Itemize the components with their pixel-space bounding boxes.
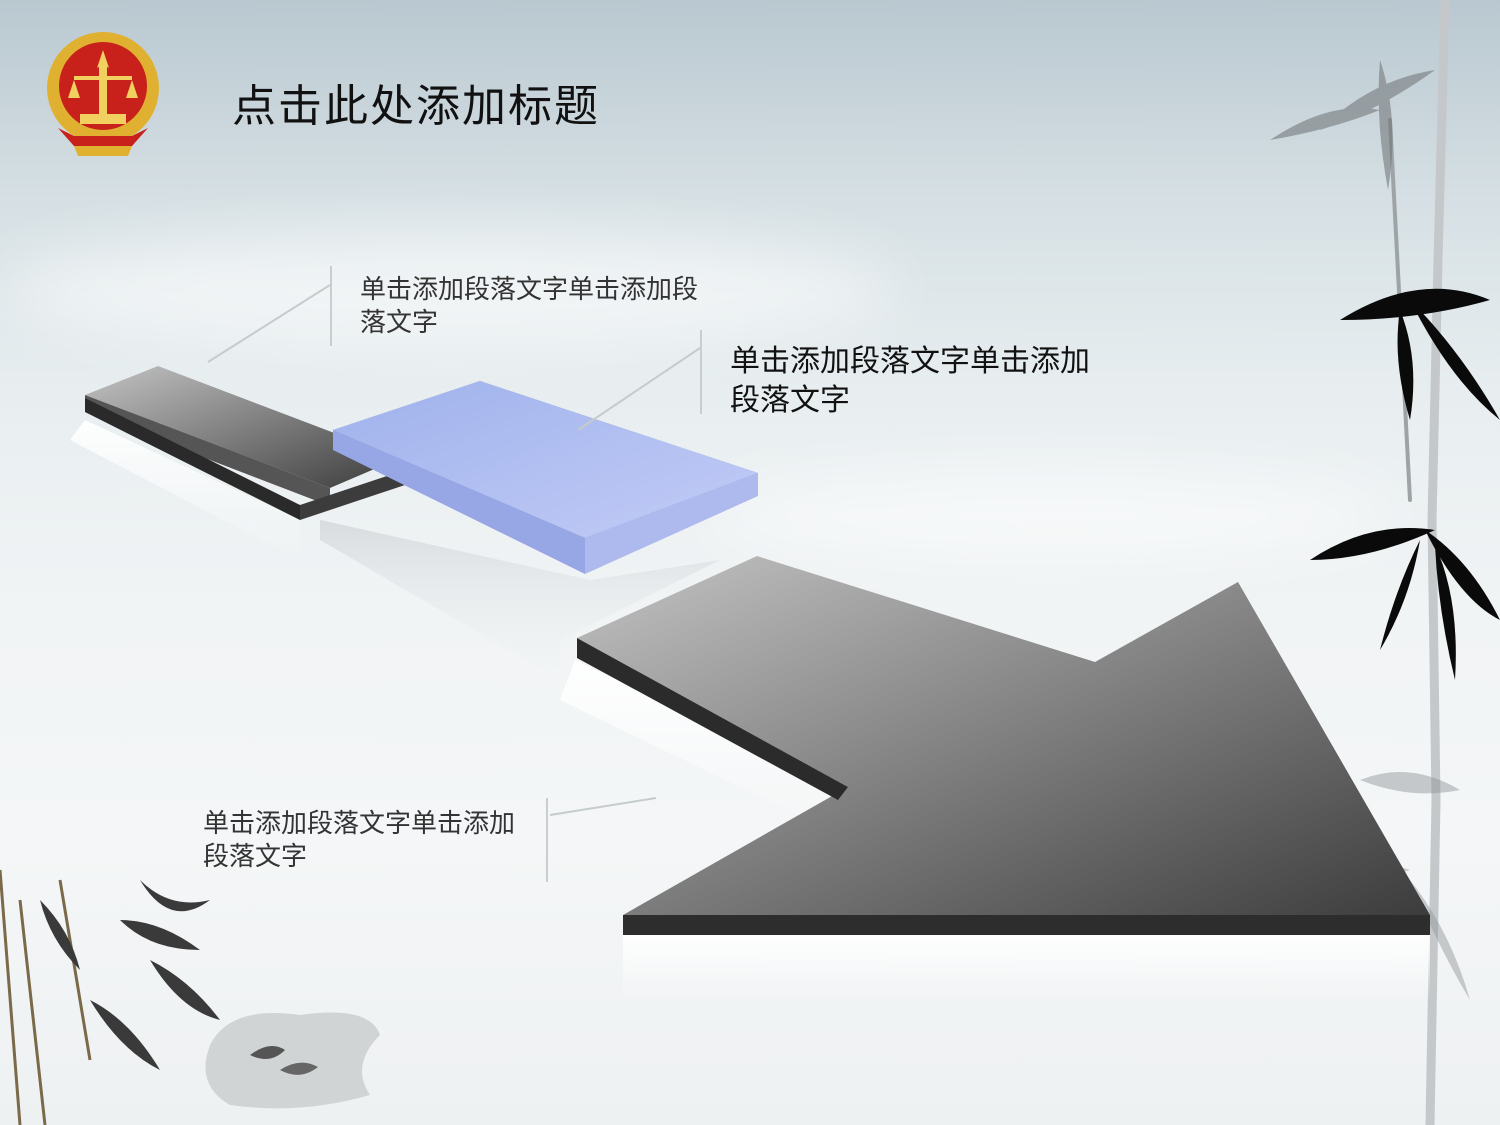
mist-band	[700, 470, 1400, 560]
block-reflection	[320, 520, 720, 680]
step-block-side	[85, 395, 330, 506]
block-reflection	[70, 420, 300, 560]
step-block-edge	[300, 470, 405, 520]
divider-line	[700, 330, 702, 414]
block-reflection	[560, 660, 850, 840]
court-emblem-icon	[47, 32, 159, 156]
step-block-edge	[85, 398, 300, 520]
leader-line	[577, 347, 701, 431]
ink-pond-icon	[205, 1012, 380, 1109]
arrow-edge	[623, 915, 1430, 935]
paragraph-text-2[interactable]: 单击添加段落文字单击添加段落文字	[730, 344, 1090, 418]
leader-line	[549, 797, 657, 816]
divider-line	[546, 798, 548, 882]
highlight-block-top	[333, 381, 758, 538]
bamboo-right-icon	[1270, 0, 1500, 1125]
arrow-top	[577, 556, 1430, 915]
highlight-block-right	[585, 473, 758, 574]
leader-line	[207, 284, 331, 363]
arrow-edge	[577, 638, 848, 800]
slide-title[interactable]: 点击此处添加标题	[232, 81, 600, 132]
bamboo-left-icon	[0, 869, 220, 1125]
highlight-block-front	[333, 430, 585, 574]
divider-line	[330, 266, 332, 346]
paragraph-text-3[interactable]: 单击添加段落文字单击添加段落文字	[203, 809, 516, 872]
paragraph-text-1[interactable]: 单击添加段落文字单击添加段落文字	[360, 275, 699, 338]
step-block-top	[85, 366, 400, 488]
mist-band	[0, 230, 900, 350]
arrow-reflection	[623, 935, 1430, 1000]
